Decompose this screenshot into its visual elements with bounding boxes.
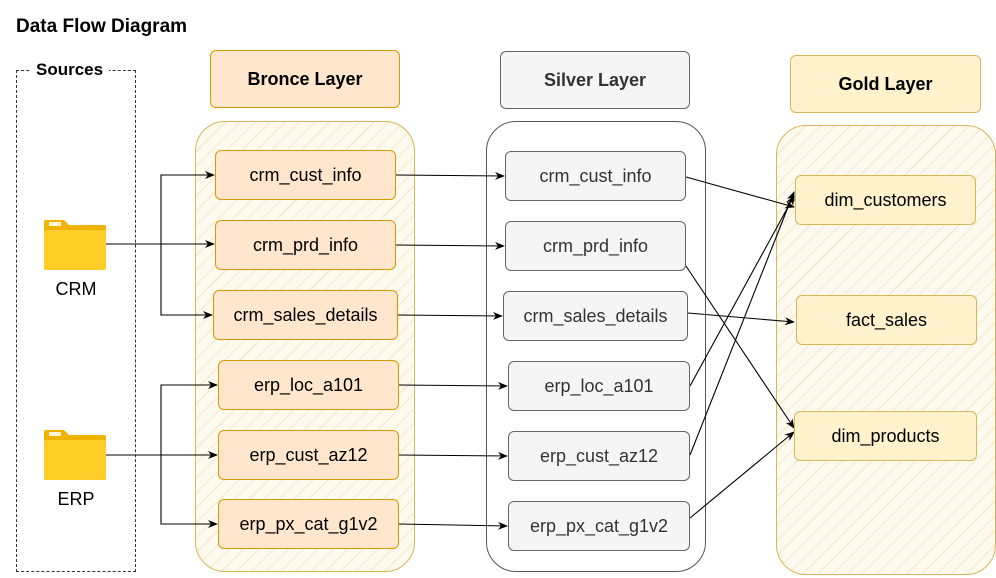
silver-node-erp-px-cat-g1v2[interactable]: erp_px_cat_g1v2: [508, 501, 690, 551]
edge-silver-crm-sales-details-to-fact-sales: [687, 312, 795, 326]
edge-silver-crm-prd-info-to-dim-products: [685, 265, 795, 429]
silver-node-crm-prd-info[interactable]: crm_prd_info: [505, 221, 686, 271]
edge-silver-erp-px-cat-g1v2-to-dim-products: [689, 431, 795, 519]
edge-erp-to-erp-px-cat-g1v2: [160, 455, 218, 528]
bronze-node-erp-px-cat-g1v2[interactable]: erp_px_cat_g1v2: [218, 499, 399, 549]
gold-node-fact-sales[interactable]: fact_sales: [796, 295, 977, 345]
folder-icon[interactable]: [44, 220, 106, 270]
silver-layer-header: Silver Layer: [500, 51, 690, 109]
edge-silver-crm-cust-info-to-dim-customers: [685, 176, 795, 209]
edge-silver-erp-loc-a101-to-dim-customers: [689, 195, 795, 387]
folder-icon[interactable]: [44, 430, 106, 480]
diagram-title: Data Flow Diagram: [16, 16, 188, 37]
source-erp-label: ERP: [57, 489, 95, 509]
gold-layer-header: Gold Layer: [790, 55, 981, 113]
edge-bronze-to-silver-erp-loc-a101: [398, 381, 508, 390]
bronze-node-crm-prd-info[interactable]: crm_prd_info: [215, 220, 396, 270]
edge-bronze-to-silver-crm-prd-info: [395, 241, 505, 250]
gold-node-dim-customers[interactable]: dim_customers: [795, 175, 976, 225]
edge-silver-erp-cust-az12-to-dim-customers: [689, 191, 795, 456]
bronze-node-crm-sales-details[interactable]: crm_sales_details: [213, 290, 398, 340]
edge-bronze-to-silver-crm-sales-details: [397, 311, 503, 320]
edge-bronze-to-silver-erp-cust-az12: [398, 451, 508, 460]
edge-bronze-to-silver-erp-px-cat-g1v2: [398, 521, 508, 530]
edge-crm-to-crm-cust-info: [106, 171, 215, 245]
silver-node-erp-cust-az12[interactable]: erp_cust_az12: [508, 431, 690, 481]
edge-erp-to-erp-loc-a101: [106, 381, 218, 456]
bronze-node-erp-cust-az12[interactable]: erp_cust_az12: [218, 430, 399, 480]
silver-node-crm-cust-info[interactable]: crm_cust_info: [505, 151, 686, 201]
bronze-layer-header: Bronce Layer: [210, 50, 400, 108]
bronze-node-erp-loc-a101[interactable]: erp_loc_a101: [218, 360, 399, 410]
sources-label: Sources: [30, 60, 110, 80]
gold-node-dim-products[interactable]: dim_products: [794, 411, 977, 461]
source-crm-label: CRM: [55, 279, 97, 299]
edge-bronze-to-silver-crm-cust-info: [395, 171, 505, 180]
edge-crm-to-crm-sales-details: [160, 244, 213, 319]
bronze-node-crm-cust-info[interactable]: crm_cust_info: [215, 150, 396, 200]
silver-node-crm-sales-details[interactable]: crm_sales_details: [503, 291, 688, 341]
silver-node-erp-loc-a101[interactable]: erp_loc_a101: [508, 361, 690, 411]
